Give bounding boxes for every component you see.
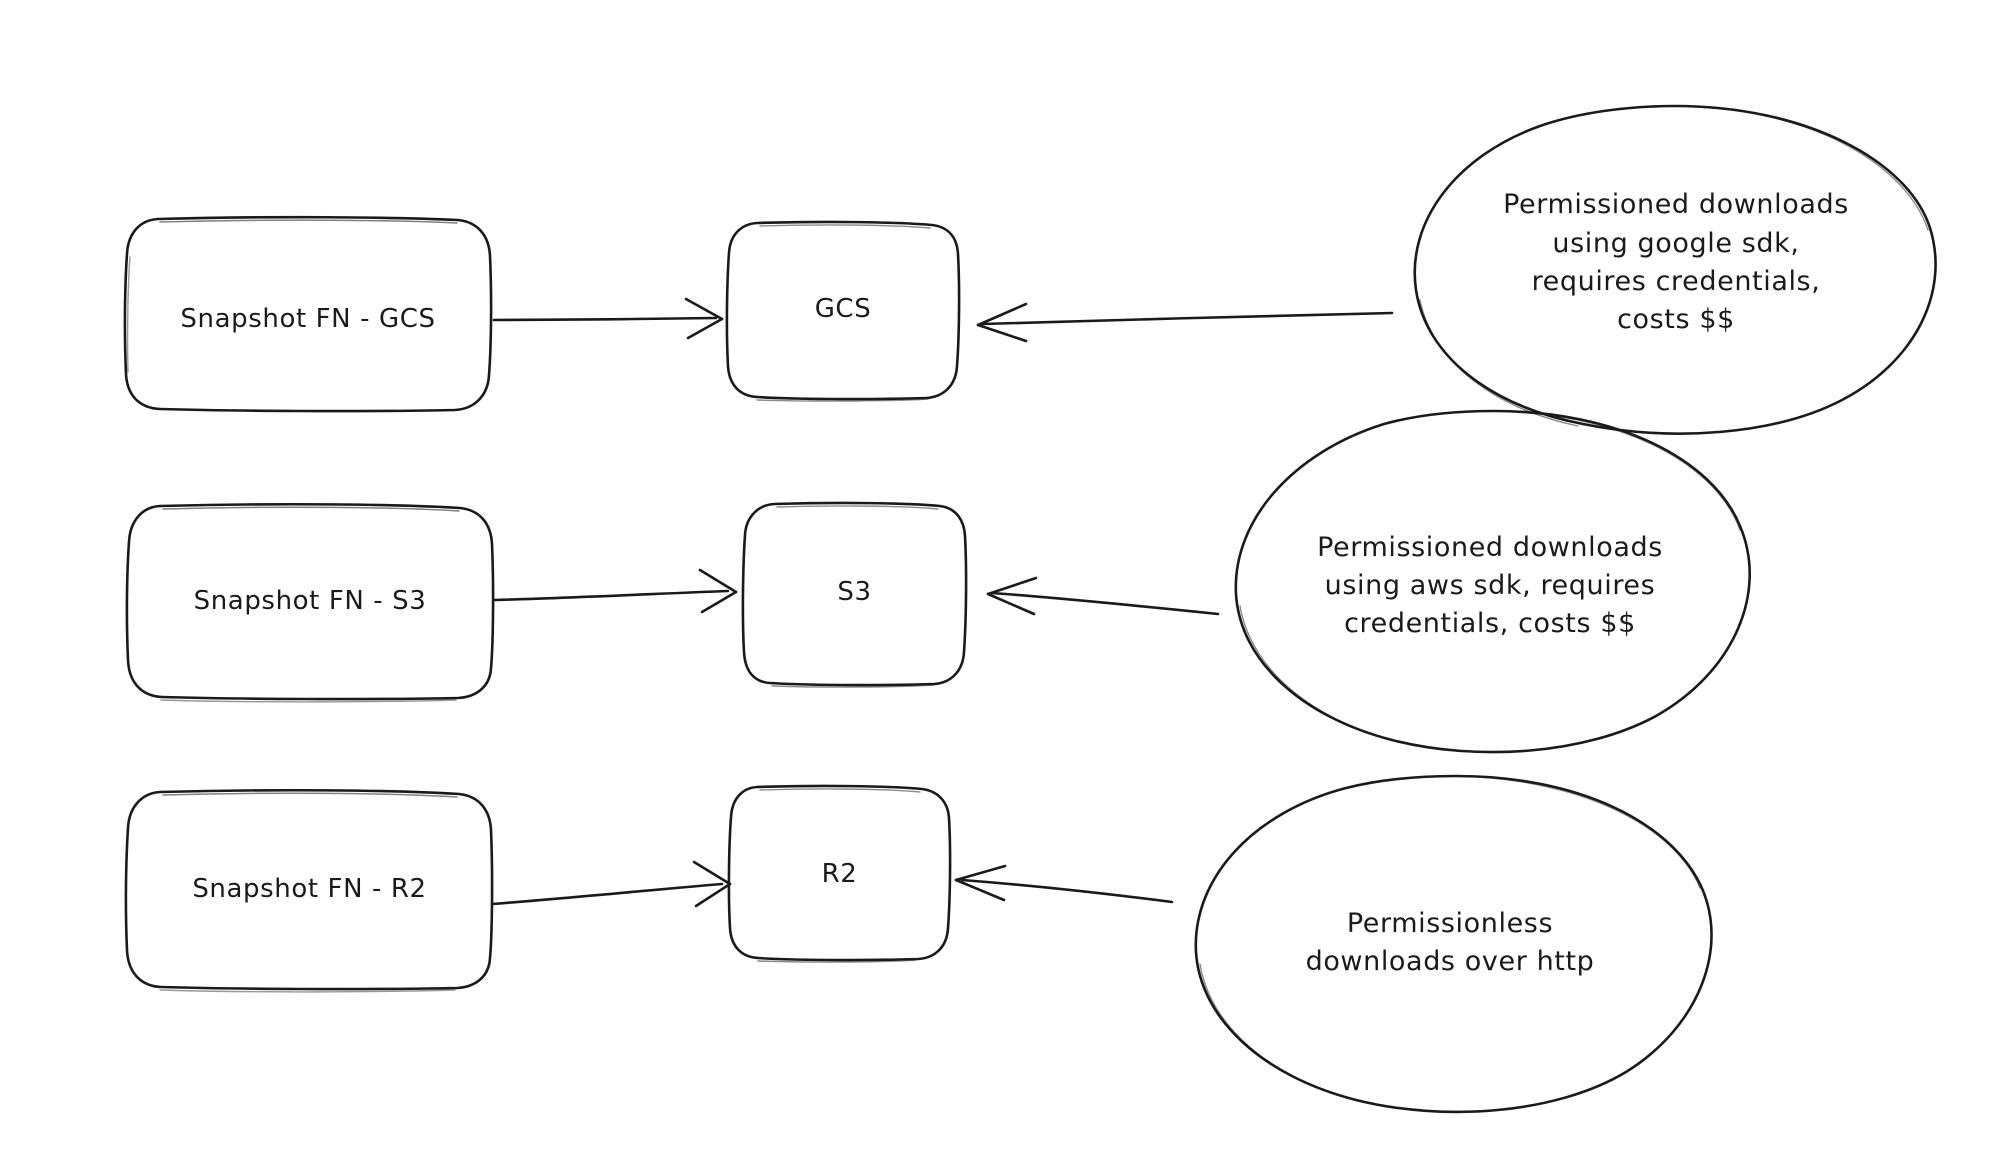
note-ellipse-s3[interactable]	[1234, 409, 1751, 754]
source-box-s3[interactable]	[125, 502, 495, 703]
store-box-r2[interactable]	[727, 784, 952, 963]
note-ellipse-gcs[interactable]	[1413, 104, 1937, 435]
arrow-source-to-s3	[492, 568, 738, 614]
arrow-note-to-gcs	[976, 302, 1394, 343]
arrow-source-to-gcs	[492, 297, 724, 340]
store-box-s3[interactable]	[741, 501, 968, 688]
arrow-note-to-s3	[986, 576, 1220, 616]
arrow-source-to-r2	[490, 860, 732, 908]
arrow-note-to-r2	[954, 864, 1174, 904]
source-box-gcs[interactable]	[123, 215, 493, 413]
source-box-r2[interactable]	[124, 788, 494, 993]
store-box-gcs[interactable]	[725, 220, 961, 402]
note-ellipse-r2[interactable]	[1194, 774, 1713, 1114]
